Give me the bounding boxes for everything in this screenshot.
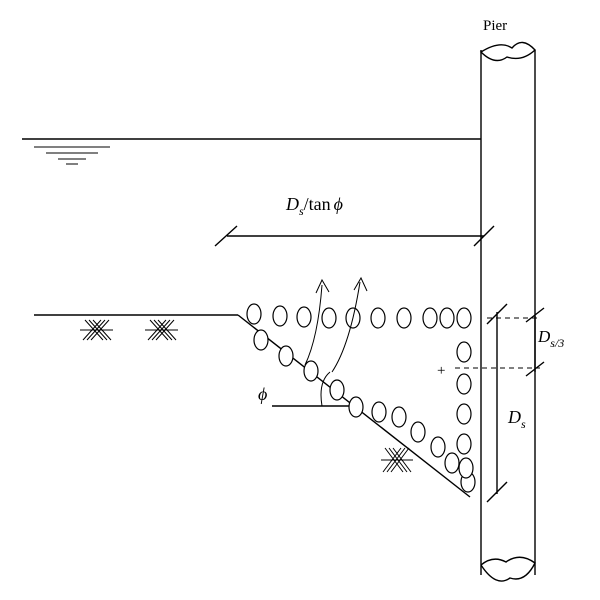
pier-label: Pier xyxy=(483,18,507,34)
soil-hatch-2 xyxy=(145,319,178,341)
angle-label: ϕ xyxy=(258,384,267,404)
sediment-particle xyxy=(430,436,446,458)
pier-top-break xyxy=(479,41,536,62)
water-surface xyxy=(22,138,481,165)
original-bed xyxy=(34,314,413,473)
sediment-particle xyxy=(422,307,438,329)
sediment-particle xyxy=(396,307,412,329)
depth-tick-top xyxy=(486,303,508,325)
sediment-particle xyxy=(370,307,386,329)
third-depth-label: Ds/3 xyxy=(537,327,564,350)
sediment-particle xyxy=(456,307,472,329)
sediment-particle xyxy=(456,341,472,363)
third-depth-dimension xyxy=(455,307,545,377)
width-dimension xyxy=(214,225,495,247)
angle-marker xyxy=(272,371,362,407)
sediment-particle xyxy=(348,396,364,418)
sediment-particle xyxy=(329,379,345,401)
sediment-particle xyxy=(391,406,407,428)
sediment-particle xyxy=(456,433,472,455)
width-tick-left xyxy=(214,225,238,247)
soil-hatch-3 xyxy=(381,447,413,473)
sediment-particle xyxy=(321,307,337,329)
sediment-particle xyxy=(246,303,262,325)
plus-sign: + xyxy=(437,363,445,379)
sediment-particle xyxy=(296,306,312,328)
vortex-arrows xyxy=(304,276,368,373)
sediment-particle xyxy=(456,403,472,425)
depth-dimension xyxy=(486,303,508,503)
sediment-particle xyxy=(458,457,474,479)
sediment-particle xyxy=(444,452,460,474)
sediment-particle xyxy=(439,307,455,329)
vortex-arrow-1 xyxy=(304,284,323,366)
sediment-particle xyxy=(371,401,387,423)
angle-arc xyxy=(320,371,331,407)
sediment-particles xyxy=(246,303,476,493)
vortex-arrowhead-1 xyxy=(315,278,330,294)
pier-bottom-break xyxy=(480,556,536,582)
depth-label: Ds xyxy=(507,407,526,431)
third-depth-tick-top xyxy=(525,307,545,323)
sediment-particle xyxy=(456,373,472,395)
sediment-particle xyxy=(278,345,294,367)
third-depth-tick-bottom xyxy=(525,361,545,377)
soil-hatch-1 xyxy=(80,319,113,341)
depth-tick-bottom xyxy=(486,481,508,503)
width-tick-right xyxy=(473,225,495,247)
sediment-particle xyxy=(253,329,269,351)
vortex-arrow-head-2 xyxy=(353,276,368,292)
pier xyxy=(479,41,536,582)
sediment-particle xyxy=(410,421,426,443)
sediment-particle xyxy=(272,305,288,327)
sediment-particle xyxy=(303,360,319,382)
vortex-arrow-2 xyxy=(331,281,361,373)
